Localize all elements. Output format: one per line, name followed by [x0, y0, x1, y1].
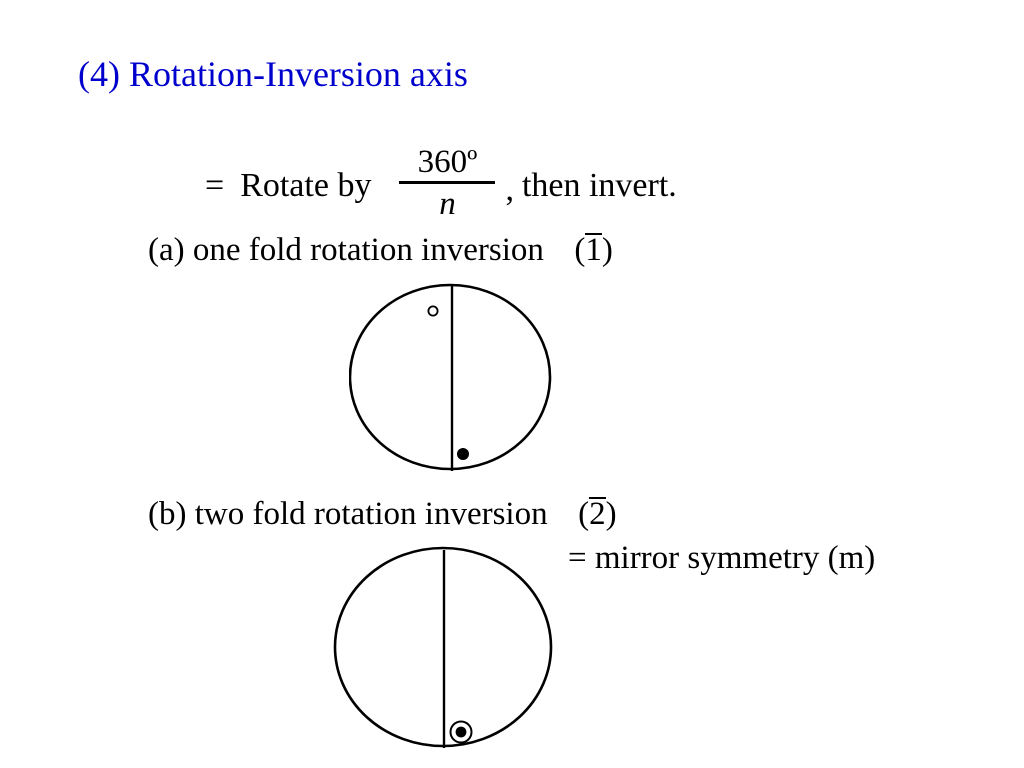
caption-one-fold: (a) one fold rotation inversion (1) [148, 228, 613, 270]
symbol-open-paren: ( [578, 496, 590, 532]
symbol-close-paren: ) [601, 232, 613, 268]
symbol-one-bar: 1 [585, 228, 602, 270]
angle-fraction: 360º n [399, 144, 496, 223]
fraction-denominator: n [439, 186, 456, 222]
caption-two-fold: (b) two fold rotation inversion (2) [148, 492, 617, 534]
caption-two-fold-label: (b) two fold rotation inversion [148, 496, 548, 532]
marker-concentric-inner-dot [455, 726, 467, 738]
stereogram-outer-circle [349, 283, 552, 471]
comma-separator: , [505, 170, 514, 208]
page-title: (4) Rotation-Inversion axis [78, 54, 468, 94]
mirror-symmetry-note: = mirror symmetry (m) [568, 540, 876, 576]
fraction-bar [399, 181, 496, 184]
caption-one-fold-label: (a) one fold rotation inversion [148, 232, 544, 268]
rotation-formula: = Rotate by 360º n , then invert. [205, 144, 677, 225]
symbol-close-paren: ) [605, 496, 617, 532]
symbol-open-paren: ( [574, 232, 586, 268]
two-fold-rotation-inversion-stereogram [333, 546, 555, 752]
marker-open-circle-above-plane [427, 305, 439, 317]
fraction-numerator: 360º [417, 144, 478, 180]
symbol-two-bar: 2 [589, 492, 606, 534]
one-fold-rotation-inversion-stereogram [349, 283, 555, 475]
marker-filled-dot-below-plane [457, 448, 469, 460]
then-invert-label: then invert. [521, 166, 677, 204]
equals-sign: = [205, 166, 225, 204]
rotate-by-label: Rotate by [240, 166, 372, 204]
